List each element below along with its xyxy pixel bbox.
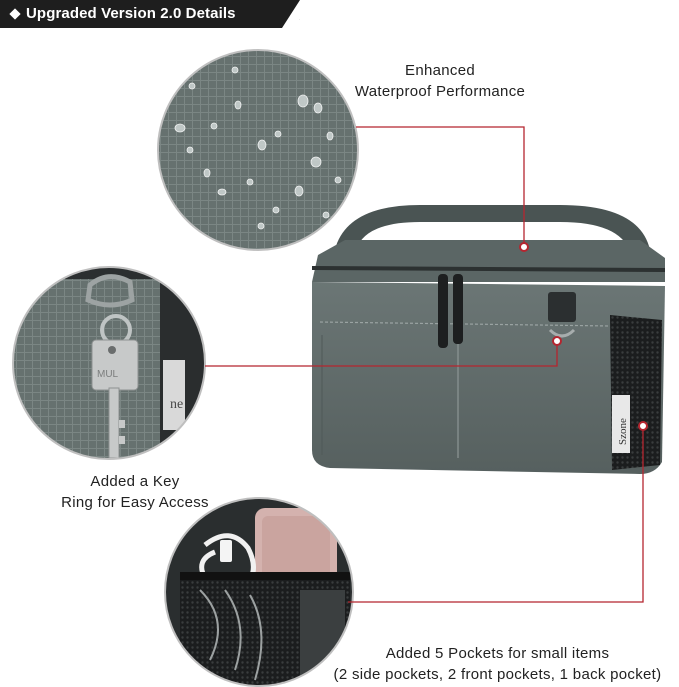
- caption-pockets-line1: Added 5 Pockets for small items: [385, 645, 610, 662]
- brand-logo: Szone: [617, 418, 629, 445]
- caption-key-ring: Added a Key Ring for Easy Access: [55, 471, 215, 513]
- banner-title: Upgraded Version 2.0 Details: [26, 5, 236, 22]
- caption-key-line1: Added a Key: [90, 473, 180, 490]
- banner-shape: [0, 0, 300, 28]
- waterproof-detail-circle: [157, 49, 359, 251]
- callout-dots: [519, 242, 648, 431]
- caption-waterproof-line2: Waterproof Performance: [354, 83, 526, 100]
- callout-lines: [205, 126, 644, 603]
- pockets-detail-circle: [164, 497, 354, 687]
- caption-waterproof: Enhanced Waterproof Performance: [340, 60, 540, 102]
- header-banner: Upgraded Version 2.0 Details: [0, 0, 300, 28]
- caption-key-line2: Ring for Easy Access: [61, 494, 209, 511]
- caption-pockets-line2: (2 side pockets, 2 front pockets, 1 back…: [333, 666, 662, 683]
- caption-pockets: Added 5 Pockets for small items (2 side …: [320, 643, 675, 685]
- svg-text:ne: ne: [170, 397, 183, 412]
- caption-waterproof-line1: Enhanced: [405, 62, 475, 79]
- key-ring-detail-circle: ne MUL: [12, 266, 206, 460]
- svg-text:MUL: MUL: [97, 369, 119, 380]
- camera-bag: Szone: [311, 205, 666, 474]
